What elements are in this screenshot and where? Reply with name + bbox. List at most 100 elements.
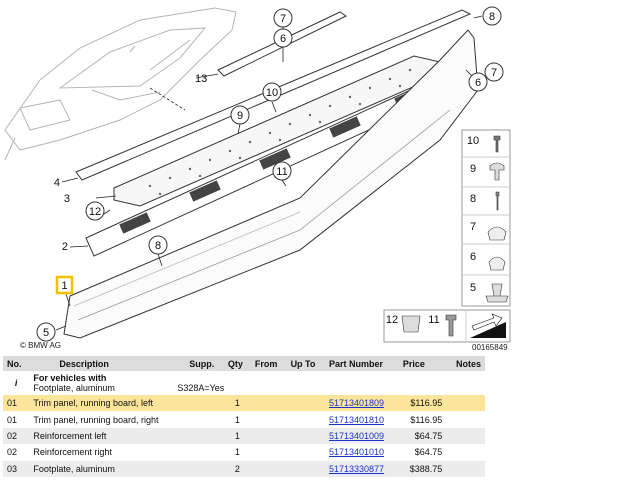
fastener-legend: 10 9 8 7 6 5 (461, 129, 511, 307)
table-row[interactable]: 01 Trim panel, running board, left 1 517… (3, 395, 485, 412)
row-no: 01 (3, 395, 30, 412)
callout-7-right[interactable]: 7 (484, 62, 504, 82)
svg-text:4: 4 (54, 177, 60, 189)
callout-13[interactable]: 13 (195, 73, 207, 85)
callout-11[interactable]: 11 (272, 161, 292, 181)
clip-icon (488, 256, 506, 271)
svg-text:8: 8 (489, 11, 495, 23)
col-header-price: Price (398, 356, 447, 371)
svg-text:1: 1 (61, 280, 67, 292)
svg-text:2: 2 (62, 241, 68, 253)
svg-text:3: 3 (64, 193, 70, 205)
table-row[interactable]: 03 Footplate, aluminum 2 51713330877 $38… (3, 460, 485, 477)
fastener-legend-bottom: 12 11 (383, 309, 511, 343)
row-qty: 1 (234, 414, 240, 425)
part-number-link[interactable]: 51713401009 (328, 430, 385, 441)
pin-icon (495, 191, 500, 211)
copyright-text: © BMW AG (20, 341, 61, 350)
legend-5: 5 (470, 282, 476, 294)
row-price: $64.75 (398, 427, 447, 445)
legend-9: 9 (470, 163, 476, 175)
svg-text:7: 7 (491, 67, 497, 79)
row-no: 02 (3, 427, 30, 445)
col-header-up-to: Up To (286, 356, 325, 371)
parts-diagram: 7 6 13 10 9 8 6 7 11 12 4 3 2 (4, 6, 511, 352)
svg-text:6: 6 (280, 33, 286, 45)
group-info-row: i For vehicles with Footplate, aluminum … (3, 371, 485, 395)
row-qty: 2 (223, 460, 251, 477)
svg-text:8: 8 (155, 240, 161, 252)
callout-12[interactable]: 12 (85, 201, 105, 221)
table-header-row: No. Description Supp. Qty From Up To Par… (3, 356, 485, 371)
part-number-link[interactable]: 51713401810 (328, 414, 385, 425)
row-qty: 1 (223, 427, 251, 445)
diagram-svg: 7 6 13 10 9 8 6 7 11 12 4 3 2 (4, 6, 511, 352)
row-qty: 1 (234, 447, 240, 458)
row-qty: 1 (223, 395, 251, 412)
svg-text:11: 11 (276, 166, 287, 178)
part-number-link[interactable]: 51713330877 (328, 463, 385, 474)
part-number-link[interactable]: 51713401010 (328, 447, 385, 458)
row-price: $388.75 (398, 460, 447, 477)
row-no: 02 (7, 447, 18, 458)
cap-clip-icon (401, 315, 421, 333)
col-header-notes: Notes (446, 356, 485, 371)
part-number-link[interactable]: 51713401809 (328, 398, 385, 409)
table-row[interactable]: 02 Reinforcement right 1 51713401010 $64… (3, 444, 485, 460)
svg-text:13: 13 (195, 73, 207, 85)
row-no: 01 (7, 414, 18, 425)
row-no: 03 (3, 460, 30, 477)
col-header-supp: Supp. (185, 356, 224, 371)
group-description: For vehicles with Footplate, aluminum S3… (29, 371, 224, 395)
row-price: $64.75 (414, 447, 443, 458)
col-header-from: From (250, 356, 287, 371)
legend-7: 7 (470, 221, 476, 233)
car-outline (4, 7, 237, 161)
callout-3[interactable]: 3 (64, 193, 70, 205)
callout-2[interactable]: 2 (62, 241, 68, 253)
col-header-qty: Qty (223, 356, 251, 371)
plug-icon (489, 162, 505, 181)
row-description: Trim panel, running board, right (33, 414, 159, 425)
group-subtitle: Footplate, aluminum (33, 383, 115, 393)
col-header-description: Description (29, 356, 186, 371)
svg-text:12: 12 (89, 206, 101, 218)
screw-icon (445, 314, 457, 337)
callout-6-top[interactable]: 6 (273, 28, 293, 48)
grommet-icon (487, 226, 507, 241)
parts-table: No. Description Supp. Qty From Up To Par… (3, 356, 485, 477)
callout-8-left[interactable]: 8 (148, 235, 168, 255)
callout-4[interactable]: 4 (54, 177, 60, 189)
svg-text:6: 6 (475, 77, 481, 89)
svg-text:10: 10 (266, 87, 278, 99)
svg-text:5: 5 (43, 327, 49, 339)
svg-text:9: 9 (237, 110, 243, 122)
group-title: For vehicles with (33, 373, 107, 383)
callout-1-highlighted[interactable]: 1 (55, 275, 74, 295)
row-description: Footplate, aluminum (29, 460, 186, 477)
row-description: Trim panel, running board, left (29, 395, 186, 412)
screw-icon (493, 135, 501, 153)
svg-text:7: 7 (280, 13, 286, 25)
callout-8-right[interactable]: 8 (482, 6, 502, 26)
row-description: Reinforcement left (29, 427, 186, 445)
info-icon: i (14, 378, 18, 388)
arrow-icon (470, 322, 506, 338)
callout-6-right[interactable]: 6 (468, 72, 488, 92)
col-header-part-number: Part Number (324, 356, 399, 371)
callout-10[interactable]: 10 (262, 82, 282, 102)
legend-11: 11 (428, 314, 439, 326)
legend-12: 12 (386, 314, 398, 326)
callout-7-top[interactable]: 7 (273, 8, 293, 28)
row-price: $116.95 (398, 395, 447, 412)
diagram-reference-number: 00165849 (472, 343, 508, 352)
table-row[interactable]: 01 Trim panel, running board, right 1 51… (3, 411, 485, 427)
row-price: $116.95 (410, 414, 443, 425)
col-header-no: No. (3, 356, 30, 371)
table-row[interactable]: 02 Reinforcement left 1 51713401009 $64.… (3, 427, 485, 445)
legend-10: 10 (467, 135, 479, 147)
callout-9[interactable]: 9 (230, 105, 250, 125)
callout-5-left[interactable]: 5 (36, 322, 56, 342)
group-supp: S328A=Yes (177, 383, 225, 393)
bracket-clip-icon (485, 283, 509, 303)
